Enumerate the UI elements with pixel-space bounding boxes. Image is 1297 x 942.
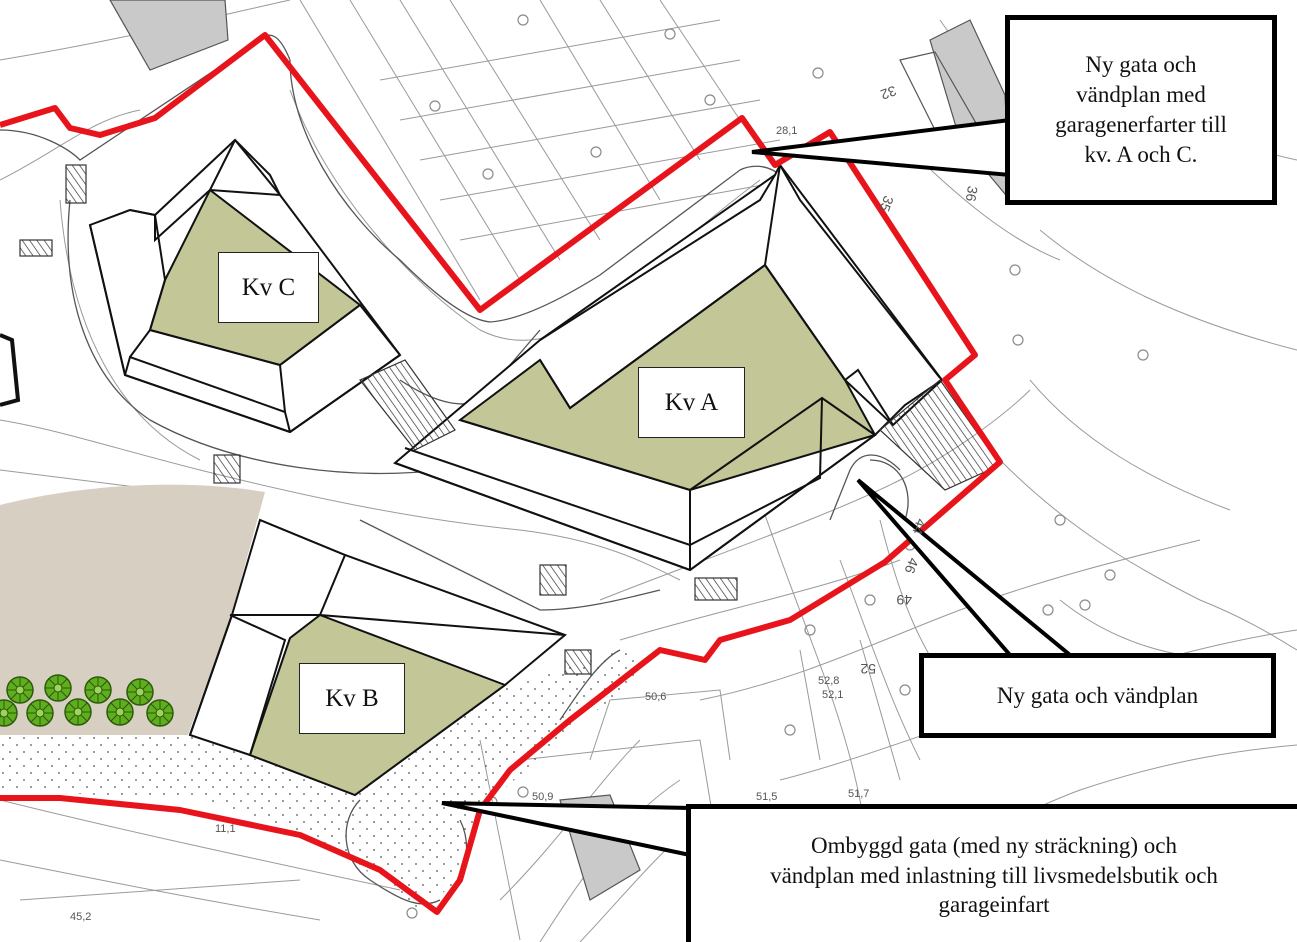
callout-line: vändplan med [1076,82,1206,108]
callout-line: Ombyggd gata (med ny sträckning) och [811,832,1177,858]
callout-line: kv. A och C. [1084,141,1198,167]
callout-line: Ny gata och [1085,52,1197,78]
elevation-label: 52 [860,661,876,677]
elevation-label: 36 [963,185,981,203]
elevation-label: 51,7 [848,788,869,800]
elevation-label: 35 [876,194,896,214]
paved-street [0,650,660,910]
callout-line: garageinfart [938,892,1050,918]
stairs [19,164,1001,675]
block-label-kv-a: Kv A [638,367,745,438]
elevation-label: 51,5 [756,791,777,803]
elevation-label: 45,2 [70,911,91,923]
elevation-label: 44 [909,517,929,537]
elevation-label: 46 [901,556,921,576]
elevation-label: 28,1 [776,125,797,137]
plaza-area [0,484,265,735]
callout-line: Ny gata och vändplan [996,682,1199,708]
elevation-label: 52,8 [818,675,839,687]
callout-new-street-turnaround: Ny gata och vändplan [919,653,1276,738]
elevation-label: 49 [896,592,912,608]
elevation-label: 11,1 [215,823,236,835]
callout-line: garagenerfarter till [1055,112,1227,137]
callout-rebuilt-street: Ombyggd gata (med ny sträckning) och vän… [686,804,1297,942]
block-label-kv-c: Kv C [218,252,319,323]
callout-new-street-garage: Ny gata och vändplan med garagenerfarter… [1005,15,1277,205]
callout-leaders [441,117,1076,858]
plan-boundary [0,32,1003,915]
elevation-label: 52,1 [822,689,843,701]
elevation-label: 32 [878,83,898,103]
block-label-kv-b: Kv B [299,663,405,734]
left-structure [0,333,21,407]
elevation-label: 50,6 [645,691,666,703]
callout-line: vändplan med inlastning till livsmedelsb… [770,862,1218,888]
elevation-label: 50,9 [532,791,553,803]
